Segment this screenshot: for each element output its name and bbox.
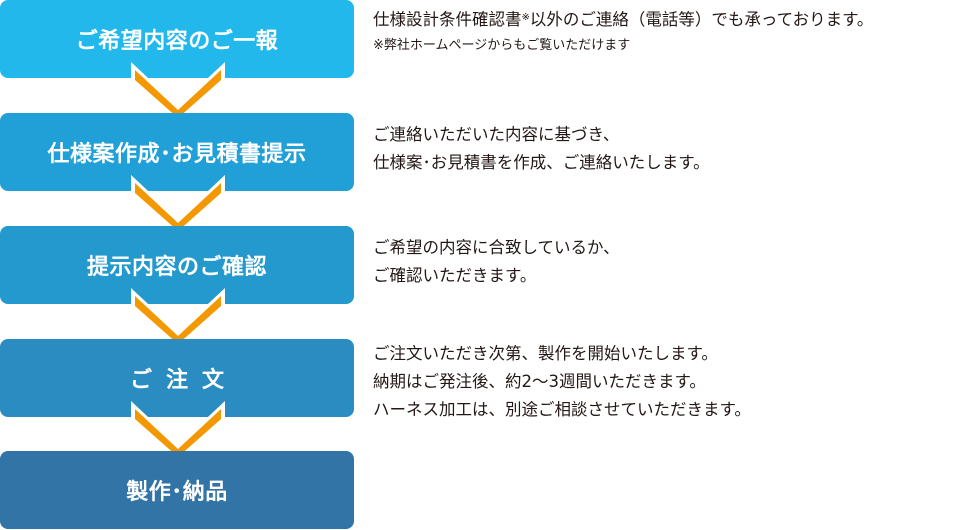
step-2-desc-line-2: 仕様案･お見積書を作成、ご連絡いたします。 (373, 153, 710, 172)
step-4-desc-line-1: ご注文いただき次第、製作を開始いたします。 (373, 344, 718, 363)
step-4-desc-line-3: ハーネス加工は、別途ご相談させていただきます。 (373, 400, 751, 419)
step-1-label: ご希望内容のご一報 (75, 29, 279, 54)
step-1-desc-line-1: 仕様設計条件確認書※以外のご連絡（電話等）でも承っております。 (373, 10, 874, 29)
step-1-footnote: ※弊社ホームページからもご覧いただけます (373, 38, 631, 53)
step-2-label: 仕様案作成･お見積書提示 (47, 142, 307, 167)
chevron-down-icon (131, 401, 225, 461)
step-3-box: 提示内容のご確認 (0, 226, 354, 304)
footnote-mark: ※ (521, 12, 530, 23)
step-2-description: ご連絡いただいた内容に基づき、 仕様案･お見積書を作成、ご連絡いたします。 (373, 121, 710, 177)
chevron-down-icon (131, 62, 225, 122)
step-1-box: ご希望内容のご一報 (0, 0, 354, 78)
step-3-desc-line-1: ご希望の内容に合致しているか、 (373, 238, 620, 257)
step-3-desc-line-2: ご確認いただきます。 (373, 266, 537, 285)
step-4-description: ご注文いただき次第、製作を開始いたします。 納期はご発注後、約2～3週間いただき… (373, 340, 751, 424)
step-3-description: ご希望の内容に合致しているか、 ご確認いただきます。 (373, 234, 620, 290)
step-2-box: 仕様案作成･お見積書提示 (0, 113, 354, 191)
step-4-label: ご注文 (129, 368, 238, 393)
step-4-box: ご注文 (0, 339, 354, 417)
step-4-desc-line-2: 納期はご発注後、約2～3週間いただきます。 (373, 372, 706, 391)
chevron-down-icon (131, 175, 225, 235)
chevron-down-icon (131, 288, 225, 348)
step-2-desc-line-1: ご連絡いただいた内容に基づき、 (373, 125, 620, 144)
step-3-label: 提示内容のご確認 (86, 255, 267, 280)
step-5-box: 製作･納品 (0, 451, 354, 529)
step-5-label: 製作･納品 (126, 480, 228, 505)
step-1-description: 仕様設計条件確認書※以外のご連絡（電話等）でも承っております。 ※弊社ホームペー… (373, 6, 873, 56)
